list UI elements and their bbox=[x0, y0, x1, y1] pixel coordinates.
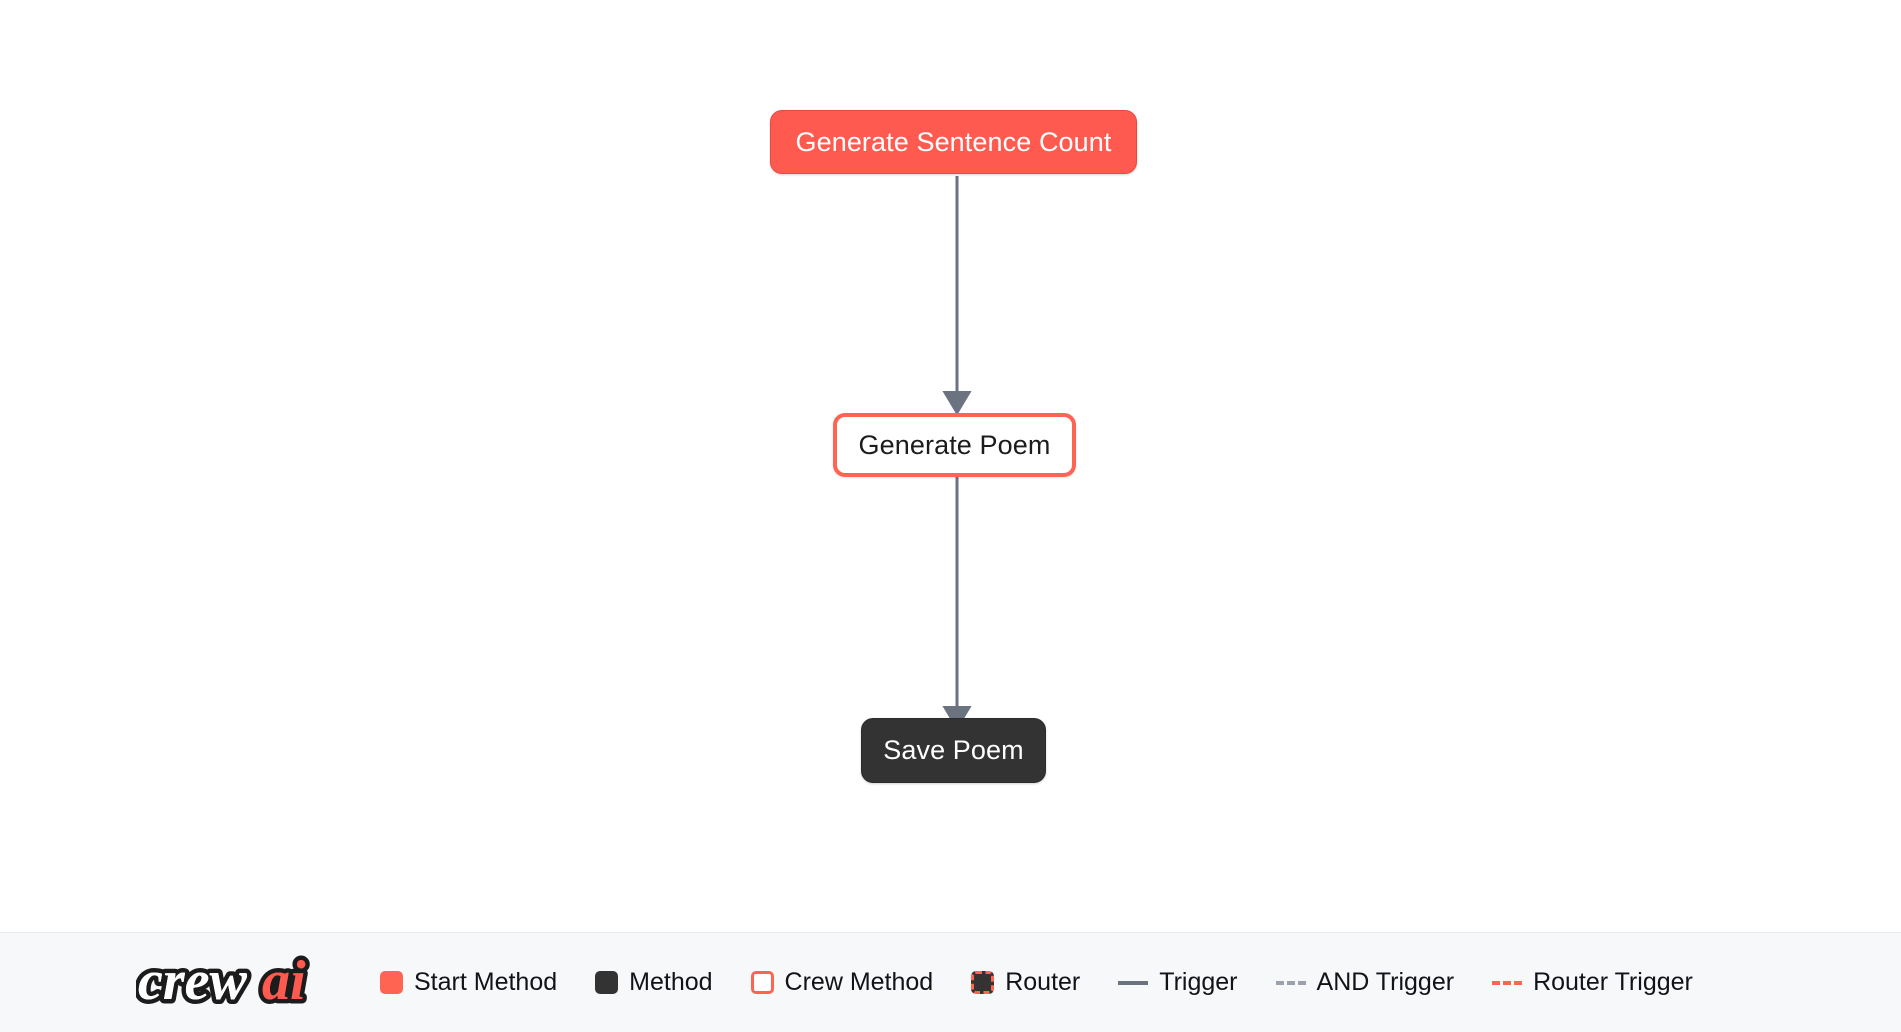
start-method-swatch-icon bbox=[380, 971, 403, 994]
router-trigger-line-icon bbox=[1492, 980, 1523, 985]
legend-item-and-trigger: AND Trigger bbox=[1275, 968, 1455, 996]
flow-canvas[interactable]: Generate Sentence Count Generate Poem Sa… bbox=[0, 0, 1901, 932]
legend-item-start-method: Start Method bbox=[380, 970, 557, 995]
legend-item-trigger: Trigger bbox=[1118, 968, 1238, 996]
legend-item-router: Router bbox=[971, 970, 1080, 995]
legend-label: Method bbox=[629, 968, 713, 996]
legend-label: Router bbox=[1005, 968, 1081, 996]
trigger-line-icon bbox=[1118, 980, 1149, 985]
flow-node-generate-sentence-count[interactable]: Generate Sentence Count bbox=[770, 110, 1137, 174]
legend-item-crew-method: Crew Method bbox=[750, 968, 934, 996]
svg-text:ai: ai bbox=[262, 951, 306, 1012]
flow-node-label: Generate Sentence Count bbox=[795, 126, 1112, 157]
and-trigger-line-icon bbox=[1275, 980, 1306, 985]
crew-method-swatch-icon bbox=[750, 971, 774, 994]
legend-item-router-trigger: Router Trigger bbox=[1492, 970, 1693, 995]
router-swatch-icon bbox=[971, 971, 995, 994]
legend-bar: crew crew ai ai Start Method Method Crew… bbox=[0, 932, 1901, 1032]
legend-items: Start Method Method Crew Method Router T… bbox=[380, 970, 1693, 995]
svg-text:crew: crew bbox=[138, 951, 248, 1012]
legend-label: Start Method bbox=[414, 968, 558, 996]
flow-node-generate-poem[interactable]: Generate Poem bbox=[833, 413, 1076, 477]
legend-label: Crew Method bbox=[784, 968, 934, 996]
legend-item-method: Method bbox=[595, 968, 713, 996]
svg-text:crew: crew bbox=[138, 951, 248, 1012]
legend-label: Trigger bbox=[1159, 968, 1238, 996]
flow-node-label: Save Poem bbox=[883, 735, 1024, 765]
method-swatch-icon bbox=[595, 971, 619, 994]
legend-label: Router Trigger bbox=[1533, 968, 1693, 996]
svg-text:ai: ai bbox=[262, 951, 306, 1012]
crewai-logo: crew crew ai ai bbox=[136, 951, 342, 1015]
legend-label: AND Trigger bbox=[1316, 968, 1455, 996]
flow-node-save-poem[interactable]: Save Poem bbox=[861, 718, 1046, 783]
flow-node-label: Generate Poem bbox=[858, 429, 1051, 460]
